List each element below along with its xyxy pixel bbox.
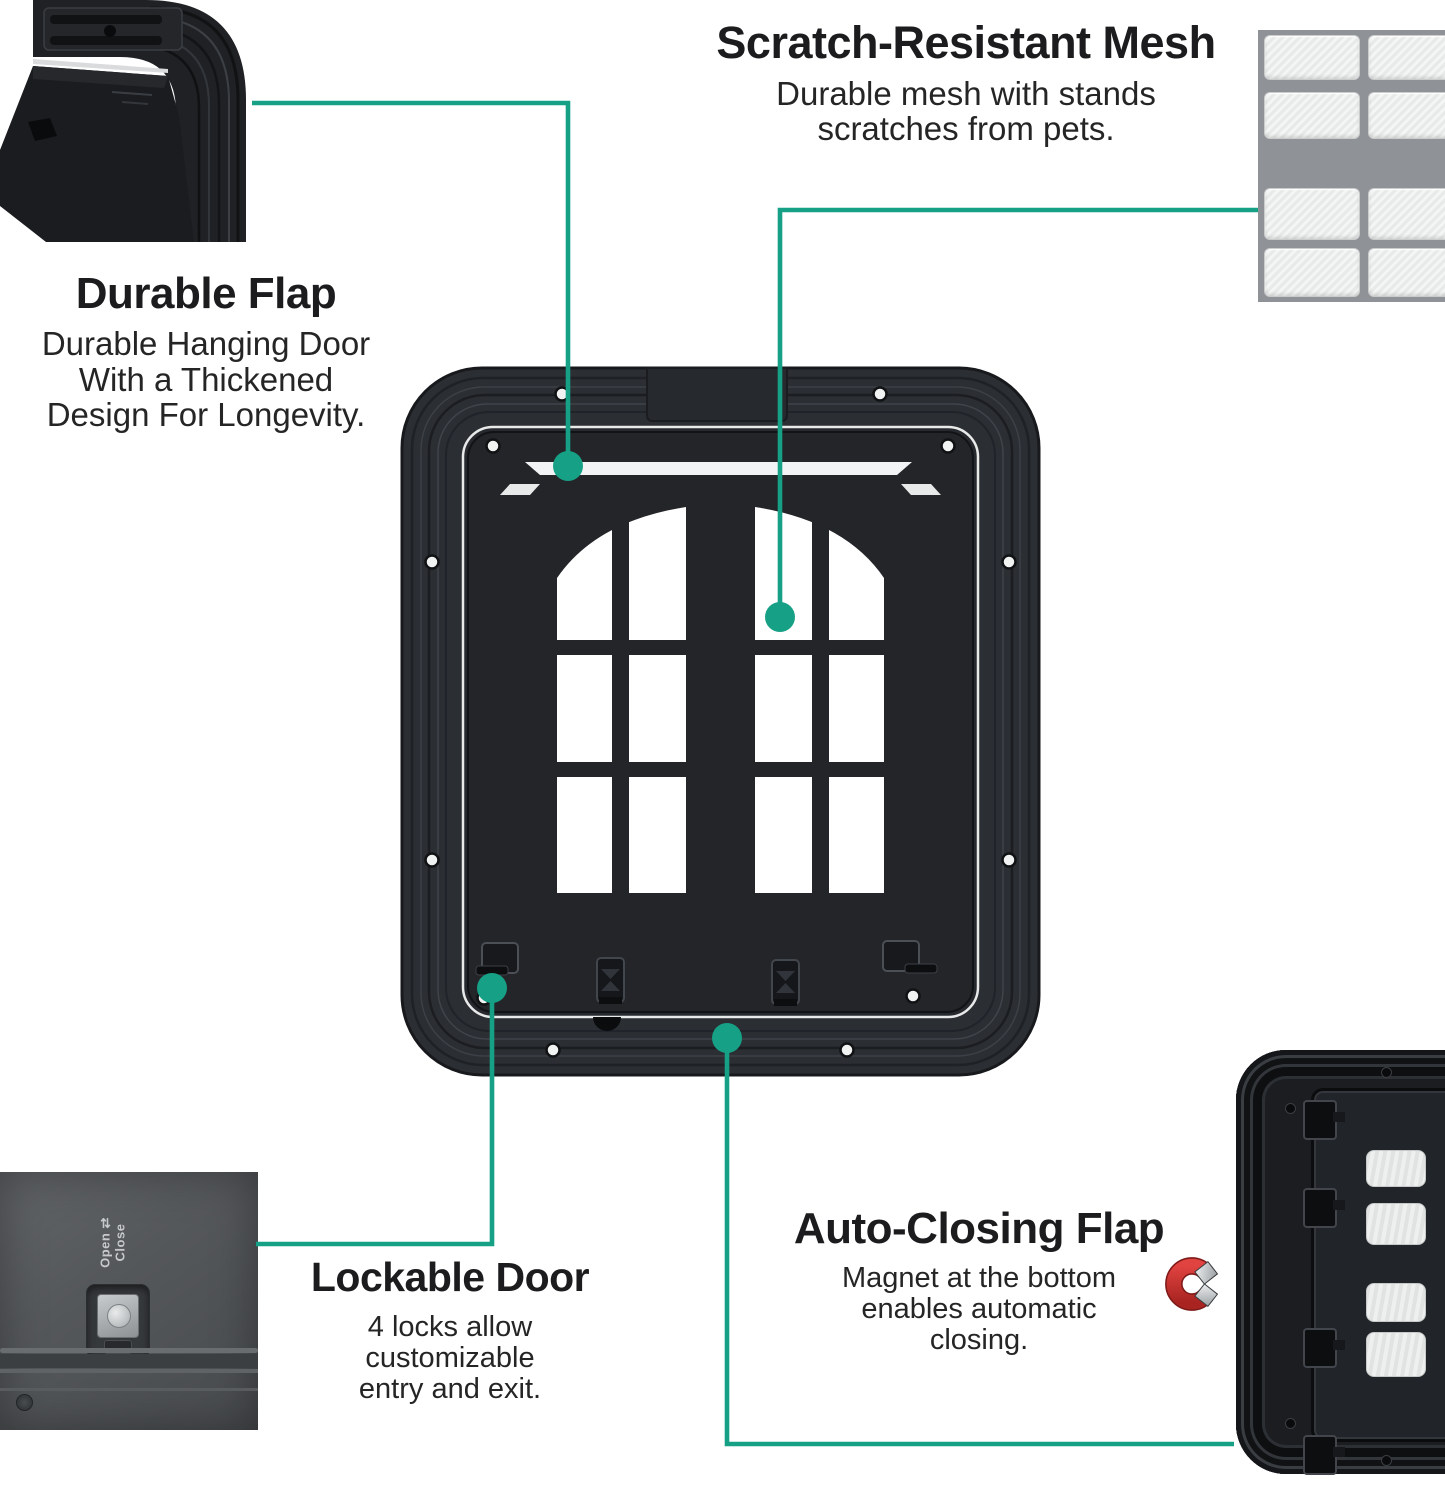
lock-clip — [1303, 1328, 1345, 1368]
mesh-cell — [1368, 188, 1445, 240]
lock-screw — [107, 1304, 131, 1328]
callout-auto-closing-flap-body: Magnet at the bottom enables automatic c… — [841, 1262, 1117, 1357]
mesh-strip — [1366, 1203, 1426, 1245]
mesh-cell — [1368, 92, 1445, 139]
callout-durable-flap-body: Durable Hanging Door With a Thickened De… — [41, 325, 371, 433]
lock-recess — [86, 1284, 150, 1358]
mesh-cell — [1264, 35, 1360, 80]
screw — [1285, 1418, 1296, 1429]
mesh-strip — [1366, 1150, 1426, 1187]
flap-surface — [0, 66, 194, 242]
callout-lockable-door-title: Lockable Door — [310, 1254, 590, 1300]
lock-clip — [596, 957, 625, 1004]
callout-durable-flap-title: Durable Flap — [75, 269, 337, 318]
hinge-highlight — [33, 59, 168, 73]
double-arrow-icon: ⇄ — [97, 1217, 113, 1229]
corner-frame-photo — [0, 0, 246, 242]
mesh-cell — [1264, 92, 1360, 139]
callout-lockable-door-body: 4 locks allow customizable entry and exi… — [358, 1311, 542, 1406]
callout-auto-closing-flap-title: Auto-Closing Flap — [793, 1204, 1165, 1253]
lock-clip — [475, 942, 519, 976]
hinge-strip — [525, 462, 912, 475]
callout-auto-closing-flap: Auto-Closing Flap Magnet at the bottom e… — [763, 1204, 1195, 1357]
mesh-cell — [1368, 248, 1445, 297]
mesh-closeup-photo — [1258, 30, 1445, 302]
mesh-cell — [1264, 188, 1360, 240]
lock-clip — [771, 959, 800, 1006]
callout-durable-flap: Durable Flap Durable Hanging Door With a… — [0, 269, 412, 433]
rear-view-photo — [1233, 1043, 1445, 1487]
lock-clip — [882, 940, 938, 974]
screw — [1381, 1455, 1392, 1466]
magnet-icon — [1165, 1257, 1219, 1311]
lock-closeup-photo: Open ⇄ Close — [0, 1172, 258, 1430]
lock-clip — [1303, 1100, 1345, 1140]
mesh-strip — [1366, 1332, 1426, 1377]
screw — [1381, 1067, 1392, 1078]
top-notch — [646, 367, 788, 422]
magnet-tab — [593, 1017, 621, 1031]
open-close-label: Open ⇄ Close — [97, 1217, 128, 1268]
rear-product-frame — [1236, 1050, 1445, 1474]
callout-scratch-mesh: Scratch-Resistant Mesh Durable mesh with… — [655, 18, 1277, 146]
pet-door-product-image — [400, 366, 1041, 1077]
frame-screw-hole — [104, 25, 116, 37]
lock-clip — [1303, 1435, 1345, 1475]
callout-scratch-mesh-body: Durable mesh with stands scratches from … — [776, 74, 1156, 147]
mesh-cell — [1368, 35, 1445, 80]
mesh-strip — [1366, 1283, 1426, 1322]
mesh-cell — [1264, 248, 1360, 297]
lock-metal-plate — [97, 1294, 139, 1338]
callout-lockable-door: Lockable Door 4 locks allow customizable… — [285, 1254, 615, 1406]
callout-scratch-mesh-title: Scratch-Resistant Mesh — [716, 17, 1216, 68]
flap-panel — [467, 431, 974, 1013]
screw — [1285, 1103, 1296, 1114]
frame-hole — [16, 1394, 33, 1411]
lock-clip — [1303, 1188, 1345, 1228]
rear-inner-panel — [1311, 1088, 1445, 1442]
frame-corner-shape — [33, 0, 246, 242]
